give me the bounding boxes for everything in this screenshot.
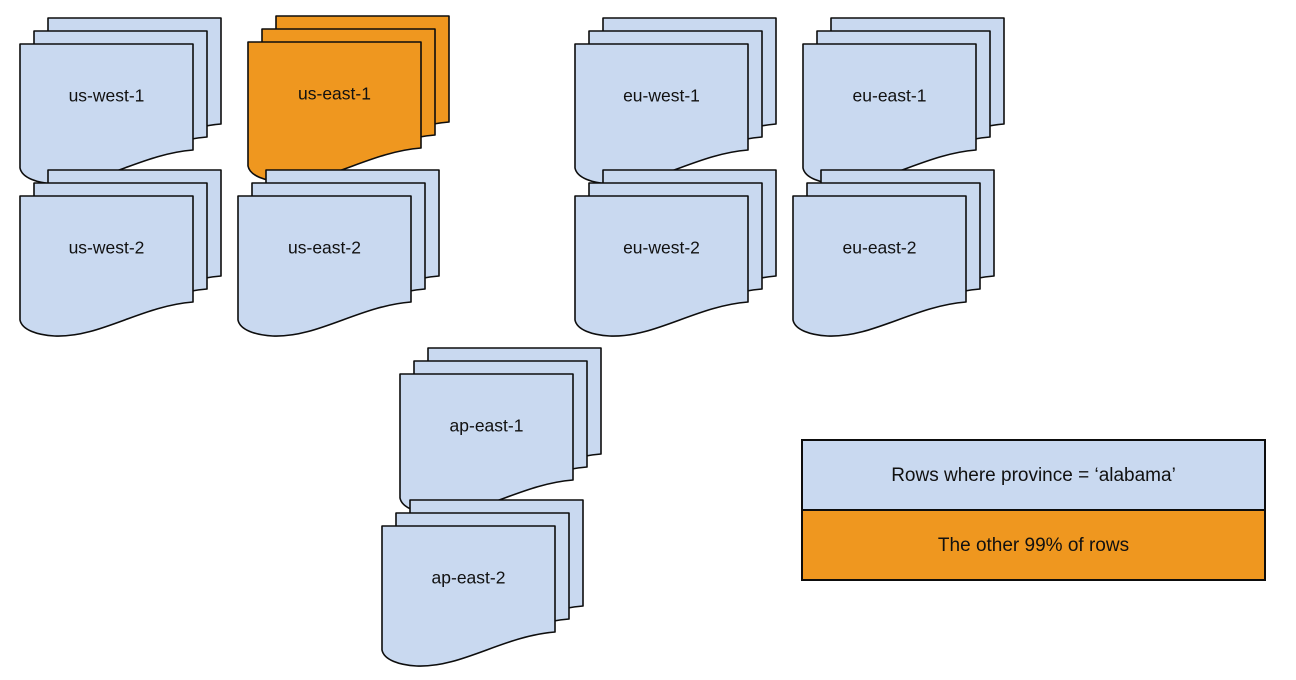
document-stack-us-east-1[interactable]: us-east-1 [247,15,450,183]
document-stack-us-west-2[interactable]: us-west-2 [19,169,222,337]
legend: Rows where province = ‘alabama’The other… [801,439,1266,581]
stack-sheet-front[interactable] [792,195,967,337]
document-stack-ap-east-1[interactable]: ap-east-1 [399,347,602,515]
stack-sheet-front[interactable] [381,525,556,667]
legend-swatch-alabama-rows [801,439,1266,511]
stack-sheet-front[interactable] [237,195,412,337]
document-stack-eu-west-1[interactable]: eu-west-1 [574,17,777,185]
document-stack-eu-east-2[interactable]: eu-east-2 [792,169,995,337]
legend-swatch-other-rows [801,509,1266,581]
document-stack-us-east-2[interactable]: us-east-2 [237,169,440,337]
document-stack-ap-east-2[interactable]: ap-east-2 [381,499,584,667]
stack-sheet-front[interactable] [19,195,194,337]
region-group-ap-regions: ap-east-1ap-east-2 [381,347,602,667]
stack-sheet-front[interactable] [574,195,749,337]
